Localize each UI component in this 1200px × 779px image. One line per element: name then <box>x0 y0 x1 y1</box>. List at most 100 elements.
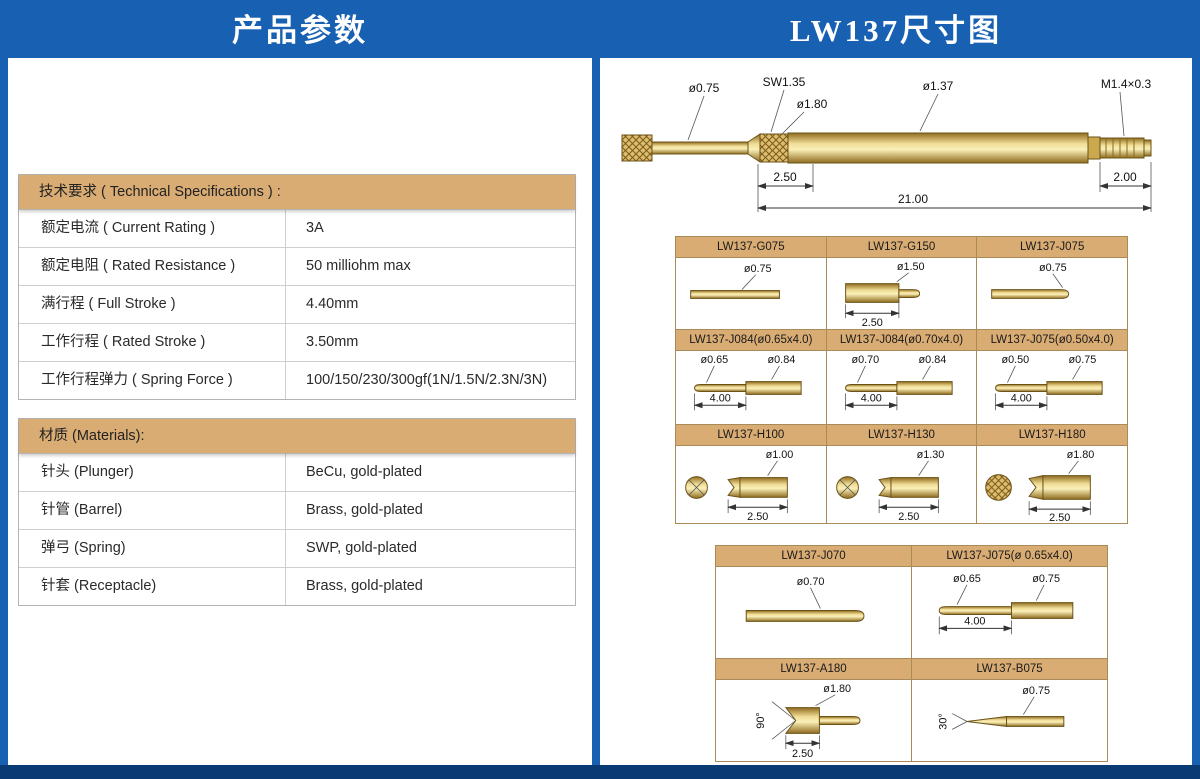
table-row: 工作行程 ( Rated Stroke ) 3.50mm <box>19 324 575 362</box>
probe-dimension-drawing: ø0.75 SW1.35 ø1.80 ø1.37 M1.4×0.3 2.50 2… <box>621 75 1152 212</box>
a180-drawing: 90° ø1.80 2.50 <box>755 683 861 760</box>
materials-table-header: 材质 (Materials): <box>19 419 575 454</box>
dim-label: 4.00 <box>710 392 731 404</box>
dim-label: 4.00 <box>1011 392 1032 404</box>
variant-header: LW137-J075 <box>977 237 1128 258</box>
material-value: Brass, gold-plated <box>306 578 423 594</box>
dim-label: 2.00 <box>1113 170 1137 184</box>
variant-header: LW137-J084(ø0.65x4.0) <box>676 330 827 351</box>
technical-specifications-table: 技术要求 ( Technical Specifications ) : 额定电流… <box>18 174 576 400</box>
bottom-border-strip <box>0 765 1200 779</box>
table-row: 针套 (Receptacle) Brass, gold-plated <box>19 568 575 605</box>
angle-label: 90° <box>755 712 767 728</box>
probe-body <box>621 132 1152 164</box>
dim-label: ø1.37 <box>923 79 954 93</box>
table-row: 额定电阻 ( Rated Resistance ) 50 milliohm ma… <box>19 248 575 286</box>
dim-label: 2.50 <box>792 748 813 760</box>
j084a-drawing: ø0.65 ø0.84 4.00 <box>693 354 802 411</box>
dim-label: ø1.30 <box>916 449 944 461</box>
table-row: 工作行程弹力 ( Spring Force ) 100/150/230/300g… <box>19 362 575 399</box>
dim-label: ø0.65 <box>700 354 728 366</box>
dim-label: SW1.35 <box>763 75 806 89</box>
variant-cell-j084a: ø0.65 ø0.84 4.00 <box>676 351 827 425</box>
variant-grid-main: LW137-G075 LW137-G150 LW137-J075 ø0.75 ø… <box>675 236 1128 524</box>
variant-grid-secondary: LW137-J070 LW137-J075(ø 0.65x4.0) ø0.70 … <box>715 545 1108 762</box>
dim-label: 2.50 <box>861 317 882 329</box>
spec-value: 3.50mm <box>306 334 359 350</box>
h180-drawing: ø1.80 2.50 <box>985 449 1095 523</box>
variant-header: LW137-H100 <box>676 425 827 446</box>
variant-header: LW137-J075(ø0.50x4.0) <box>977 330 1128 351</box>
h100-drawing: ø1.00 2.50 <box>685 449 794 523</box>
material-value: SWP, gold-plated <box>306 540 417 556</box>
g150-drawing: ø1.50 2.50 <box>844 261 925 329</box>
variant-cell-h180: ø1.80 2.50 <box>977 446 1128 524</box>
variant-header: LW137-B075 <box>912 659 1108 680</box>
angle-label: 30° <box>937 713 949 729</box>
materials-table: 材质 (Materials): 针头 (Plunger) BeCu, gold-… <box>18 418 576 606</box>
dim-label: ø1.80 <box>797 97 828 111</box>
right-page-title: LW137尺寸图 <box>789 13 1003 48</box>
spec-value: 4.40mm <box>306 296 359 312</box>
dimension-panel: ø0.75 SW1.35 ø1.80 ø1.37 M1.4×0.3 2.50 2… <box>600 58 1192 765</box>
dim-label: ø1.00 <box>766 449 794 461</box>
dim-label: ø0.84 <box>768 354 796 366</box>
dim-label: ø0.50 <box>1002 354 1030 366</box>
j070-drawing: ø0.70 <box>745 576 865 622</box>
b075-drawing: 30° ø0.75 <box>937 685 1065 730</box>
dim-label: ø0.75 <box>1039 262 1067 274</box>
dim-label: 4.00 <box>964 615 985 627</box>
spec-label: 满行程 ( Full Stroke ) <box>19 286 286 323</box>
spec-value: 50 milliohm max <box>306 258 411 274</box>
dim-label: ø0.75 <box>744 263 772 275</box>
parameters-panel: 技术要求 ( Technical Specifications ) : 额定电流… <box>8 58 592 765</box>
spec-value: 3A <box>306 220 324 236</box>
dim-label: ø0.70 <box>797 576 825 588</box>
table-row: 针头 (Plunger) BeCu, gold-plated <box>19 454 575 492</box>
j075b-drawing: ø0.50 ø0.75 4.00 <box>994 354 1103 411</box>
dim-label: 2.50 <box>898 511 919 523</box>
spec-label: 工作行程 ( Rated Stroke ) <box>19 324 286 361</box>
dim-label: ø1.80 <box>1067 449 1095 461</box>
dim-label: ø0.75 <box>1069 354 1097 366</box>
variant-header: LW137-G150 <box>826 237 978 258</box>
variant-header: LW137-J075(ø 0.65x4.0) <box>912 546 1108 567</box>
variant-cell-g075: ø0.75 <box>676 258 827 330</box>
variant-cell-h100: ø1.00 2.50 <box>676 446 827 524</box>
variant-cell-j084b: ø0.70 ø0.84 4.00 <box>826 351 978 425</box>
spec-label: 额定电阻 ( Rated Resistance ) <box>19 248 286 285</box>
dimension-lines: 2.50 2.00 21.00 <box>757 162 1152 212</box>
material-value: Brass, gold-plated <box>306 502 423 518</box>
material-label: 针头 (Plunger) <box>19 454 286 491</box>
variant-cell-h130: ø1.30 2.50 <box>826 446 978 524</box>
dim-label: ø1.50 <box>897 261 925 273</box>
variant-cell-a180: 90° ø1.80 2.50 <box>716 680 912 762</box>
variant-header: LW137-H180 <box>977 425 1128 446</box>
dim-label: ø0.75 <box>689 81 720 95</box>
dim-label: ø0.84 <box>918 354 946 366</box>
dim-label: ø0.70 <box>851 354 879 366</box>
dim-label: 2.50 <box>1050 512 1071 523</box>
dim-label: ø0.65 <box>953 573 981 585</box>
dim-label: ø0.75 <box>1022 685 1050 697</box>
thread-lines <box>1105 138 1135 158</box>
dim-label: 2.50 <box>747 511 768 523</box>
spec-label: 额定电流 ( Current Rating ) <box>19 210 286 247</box>
dim-label: M1.4×0.3 <box>1101 77 1152 91</box>
variant-cell-j075b: ø0.50 ø0.75 4.00 <box>977 351 1128 425</box>
dim-label: 2.50 <box>773 170 797 184</box>
left-page-title: 产品参数 <box>232 13 368 48</box>
material-label: 针套 (Receptacle) <box>19 568 286 605</box>
variant-header: LW137-G075 <box>676 237 827 258</box>
j075c-drawing: ø0.65 ø0.75 4.00 <box>938 573 1074 635</box>
variant-header: LW137-H130 <box>826 425 978 446</box>
spec-value: 100/150/230/300gf(1N/1.5N/2.3N/3N) <box>306 372 548 388</box>
dim-label: 21.00 <box>898 192 928 206</box>
table-row: 额定电流 ( Current Rating ) 3A <box>19 210 575 248</box>
material-value: BeCu, gold-plated <box>306 464 423 480</box>
table-row: 满行程 ( Full Stroke ) 4.40mm <box>19 286 575 324</box>
variant-cell-j075: ø0.75 <box>977 258 1128 330</box>
h130-drawing: ø1.30 2.50 <box>835 449 944 523</box>
spec-label: 工作行程弹力 ( Spring Force ) <box>19 362 286 399</box>
dim-label: ø0.75 <box>1032 573 1060 585</box>
